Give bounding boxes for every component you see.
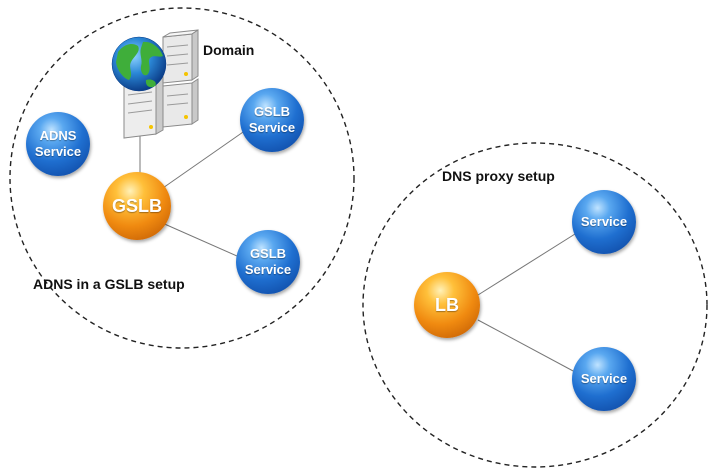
server-icon	[123, 29, 199, 139]
adns-gslb-boundary	[9, 7, 355, 349]
service-top-node: Service	[572, 190, 636, 254]
adns-setup-label: ADNS in a GSLB setup	[33, 276, 185, 292]
connector-lb-service-bottom	[477, 319, 576, 373]
lb-node: LB	[414, 272, 480, 338]
service-bottom-node: Service	[572, 347, 636, 411]
adns-service-node: ADNS Service	[26, 112, 90, 176]
globe-icon	[111, 36, 167, 92]
dns-proxy-boundary	[362, 142, 708, 468]
gslb-service-top-line2: Service	[248, 120, 296, 135]
gslb-service-top-line1: GSLB	[253, 104, 291, 119]
gslb-node: GSLB	[103, 172, 171, 240]
gslb-service-bottom-line1: GSLB	[249, 246, 287, 261]
gslb-node-label: GSLB	[111, 195, 162, 216]
connector-lb-service-top	[477, 233, 576, 296]
domain-label: Domain	[203, 42, 255, 58]
dns-proxy-setup-label: DNS proxy setup	[442, 168, 555, 184]
service-top-label: Service	[580, 214, 628, 229]
adns-service-line2: Service	[34, 144, 82, 159]
adns-service-line1: ADNS	[39, 128, 77, 143]
connector-gslb-service-bottom	[159, 221, 247, 261]
lb-node-label: LB	[435, 294, 459, 315]
connector-gslb-service-top	[159, 129, 247, 191]
gslb-service-bottom-node: GSLB Service	[236, 230, 300, 294]
gslb-service-bottom-line2: Service	[244, 262, 292, 277]
gslb-service-top-node: GSLB Service	[240, 88, 304, 152]
service-bottom-label: Service	[580, 371, 628, 386]
